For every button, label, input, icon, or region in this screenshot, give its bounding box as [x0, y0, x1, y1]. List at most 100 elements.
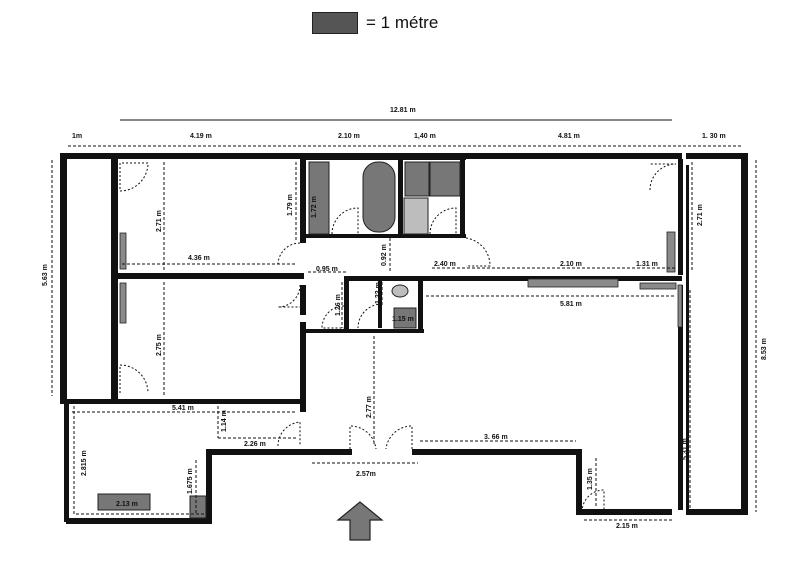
window: [666, 231, 676, 273]
dim-label: 0.92 m: [381, 244, 388, 266]
dim-label: 0.95 m: [316, 266, 338, 273]
dim-label: 5.81 m: [560, 301, 582, 308]
dimension-lines: [51, 119, 757, 521]
door-swing: [581, 489, 605, 513]
dim-label: 2.815 m: [81, 450, 88, 476]
wall: [306, 234, 466, 238]
door-swing: [465, 237, 491, 267]
door-swing: [277, 421, 301, 447]
wall: [60, 153, 67, 403]
wall: [111, 153, 118, 403]
dim-label-total-width: 12.81 m: [390, 107, 416, 114]
scale-swatch: [312, 12, 358, 34]
window: [527, 278, 619, 288]
window: [119, 282, 127, 324]
wall: [64, 400, 69, 522]
door-swing: [119, 364, 149, 394]
wall: [466, 153, 682, 159]
wall: [344, 276, 349, 332]
window: [639, 282, 677, 290]
wall: [580, 509, 672, 515]
counter-icon: [429, 161, 461, 197]
shower-icon: [404, 161, 430, 197]
dim-label: 8.53 m: [761, 338, 768, 360]
dim-label: 4.36 m: [188, 255, 210, 262]
bathtub-icon: [362, 161, 396, 233]
dim-label: 2.71 m: [697, 204, 704, 226]
wall: [300, 322, 306, 412]
dim-label: 2.57m: [356, 471, 376, 478]
window: [677, 284, 683, 328]
wall: [304, 153, 466, 160]
wall: [344, 329, 424, 333]
wall: [576, 449, 582, 515]
dim-label: 2.75 m: [156, 334, 163, 356]
cabinet-icon: [189, 495, 207, 519]
door-swing: [349, 425, 377, 450]
dim-label: 1m: [72, 133, 82, 140]
dim-label: 1.675 m: [187, 468, 194, 494]
washbasin-frame: [403, 197, 429, 235]
dim-label: 1.72 m: [311, 196, 318, 218]
dim-label: 1.35 m: [587, 468, 594, 490]
door-swing: [119, 162, 149, 192]
dim-label: 1.79 m: [287, 194, 294, 216]
door-swing: [385, 425, 413, 450]
dim-label: 2.40 m: [434, 261, 456, 268]
dim-label: 1.22 m: [375, 282, 382, 304]
wall: [412, 449, 582, 455]
wall: [418, 276, 423, 332]
door-swing: [277, 242, 301, 266]
wall: [678, 285, 683, 510]
dim-label: 2.13 m: [116, 501, 138, 508]
wall: [741, 153, 748, 515]
window: [119, 232, 127, 270]
dim-label: 2.77 m: [366, 396, 373, 418]
wall: [118, 153, 304, 159]
wall: [300, 285, 306, 315]
wall: [306, 329, 344, 333]
door-swing: [357, 303, 383, 329]
doors: [119, 162, 677, 513]
dim-label: 4.81 m: [558, 133, 580, 140]
dim-label: 1,40 m: [414, 133, 436, 140]
dimension-labels: 12.81 m 1m 4.19 m 2.10 m 1,40 m 4.81 m 1…: [42, 107, 768, 530]
wall: [686, 153, 748, 159]
door-swing: [429, 207, 457, 235]
wall: [60, 399, 306, 404]
dim-label: 3. 66 m: [484, 434, 508, 441]
wall: [460, 153, 465, 235]
dim-label: 5.63 m: [42, 264, 49, 286]
wall: [686, 165, 689, 509]
dim-label: 1.14 m: [221, 410, 228, 432]
wall: [206, 450, 212, 524]
wall: [678, 159, 683, 275]
radiator-icon: [97, 493, 151, 511]
dim-label: 1.26 m: [335, 294, 342, 316]
toilet-icon: [391, 284, 409, 298]
dim-label: 2.15 m: [616, 523, 638, 530]
door-swing: [277, 284, 301, 308]
wall: [344, 276, 682, 281]
dim-label: 2.10 m: [338, 133, 360, 140]
wall: [686, 509, 748, 515]
cabinet-icon: [308, 161, 330, 235]
scale-legend: = 1 métre: [312, 12, 438, 34]
wall: [398, 153, 403, 235]
door-swing: [331, 207, 359, 235]
dim-label: 5.31 m: [682, 438, 689, 460]
wall: [206, 449, 352, 455]
dim-label: 1. 30 m: [702, 133, 726, 140]
dim-label: 2.10 m: [560, 261, 582, 268]
dim-label: 5.41 m: [172, 405, 194, 412]
dim-label: 1.15 m: [392, 316, 414, 323]
dim-label: 1.31 m: [636, 261, 658, 268]
door-swing: [649, 163, 677, 191]
scale-legend-text: = 1 métre: [366, 13, 439, 32]
wall: [300, 153, 306, 243]
wall: [66, 153, 111, 159]
wall: [118, 273, 304, 279]
dim-label: 2.71 m: [156, 210, 163, 232]
fixtures: [97, 161, 683, 519]
